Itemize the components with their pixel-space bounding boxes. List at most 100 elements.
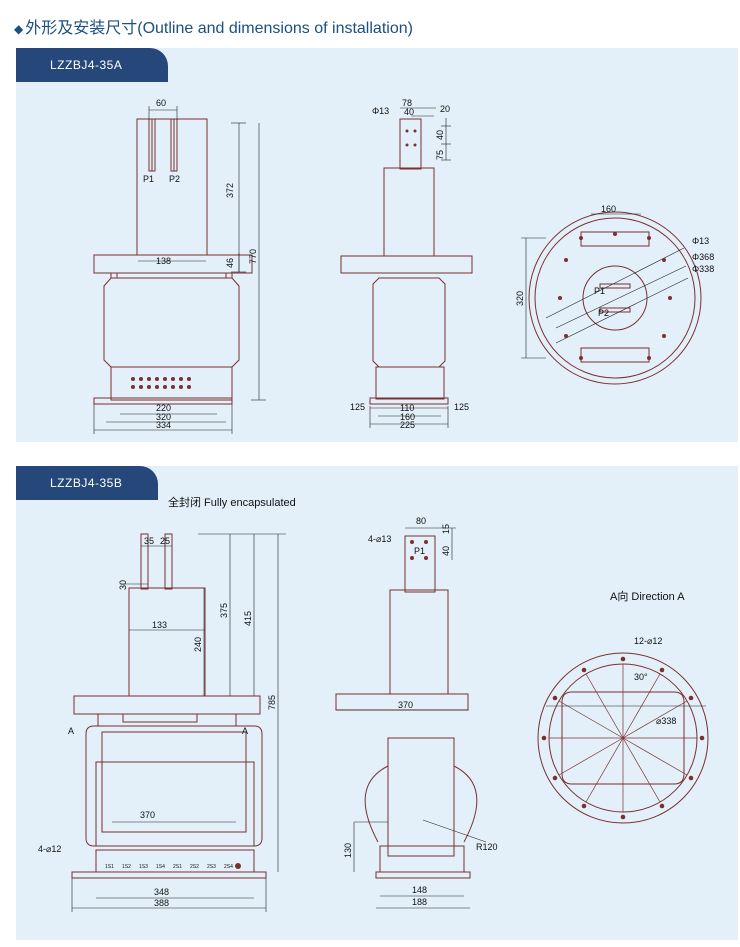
a-side-terminal — [399, 118, 422, 170]
b-front-body — [95, 761, 255, 847]
dim-225: 225 — [400, 420, 415, 430]
dim-4-phi12: 4-⌀12 — [38, 844, 61, 854]
b-front-shield — [85, 725, 263, 847]
dim-25: 25 — [160, 536, 170, 546]
terminal-2s3: 2S3 — [207, 864, 216, 870]
dim-30-deg: 30° — [634, 672, 648, 682]
dim-40h: 40 — [435, 130, 445, 140]
dim-4-phi13: 4-⌀13 — [368, 534, 391, 544]
a-top-center-circle — [582, 265, 648, 331]
b-dir-a-outer-circle — [537, 652, 709, 824]
dim-30: 30 — [118, 580, 128, 590]
dim-240: 240 — [193, 637, 203, 652]
dim-c368: Φ368 — [692, 252, 714, 262]
a-terminal-dots — [131, 377, 191, 389]
b-terminal-right — [164, 533, 173, 590]
label-p2: P2 — [169, 174, 180, 184]
b-side-baseplate — [375, 871, 471, 879]
panel-b-tab: LZZBJ4-35B — [16, 466, 158, 500]
dim-138: 138 — [156, 256, 171, 266]
a-front-upper-body — [136, 118, 208, 256]
terminal-1s3: 1S3 — [139, 864, 148, 870]
dim-phi13: Φ13 — [372, 106, 389, 116]
drawing-a: 60 P1 P2 372 46 770 138 220 320 334 Φ13 … — [93, 98, 714, 434]
b-dir-a-rect — [561, 691, 685, 785]
b-terminal-left — [140, 533, 149, 590]
dim-35: 35 — [144, 536, 154, 546]
dim-133: 133 — [152, 620, 167, 630]
dim-60: 60 — [156, 98, 166, 108]
dim-c13: Φ13 — [692, 236, 709, 246]
dim-375: 375 — [219, 603, 229, 618]
label-a-right: A — [242, 726, 248, 736]
top-label-p2: P2 — [598, 308, 609, 318]
b-side-terminal — [404, 535, 436, 593]
b-side-base — [379, 845, 465, 873]
panel-lzzbj4-35b: LZZBJ4-35B — [16, 466, 738, 940]
dim-80: 80 — [416, 516, 426, 526]
terminal-1s4: 1S4 — [156, 864, 165, 870]
dim-188: 188 — [412, 897, 427, 907]
terminal-2s4: 2S4 — [224, 864, 233, 870]
b-front-baseplate — [71, 871, 267, 879]
dim-770: 770 — [248, 249, 258, 264]
dim-40w: 40 — [404, 107, 414, 117]
a-side-upper-body — [383, 167, 435, 257]
label-p1: P1 — [143, 174, 154, 184]
a-front-body — [103, 277, 240, 368]
dim-220: 220 — [156, 403, 171, 413]
side-label-p1: P1 — [414, 546, 425, 556]
panel-a-tab: LZZBJ4-35A — [16, 48, 168, 82]
a-front-baseplate — [93, 397, 233, 405]
b-side-arc-left — [364, 765, 389, 843]
dim-320h: 320 — [515, 291, 525, 306]
a-top-outer-circle — [528, 211, 702, 385]
b-side-body — [387, 737, 455, 857]
dim-78: 78 — [402, 98, 412, 108]
page-title: ◆外形及安装尺寸(Outline and dimensions of insta… — [14, 14, 413, 38]
a-top-inner-circle — [534, 217, 696, 379]
dim-top-160: 160 — [601, 204, 616, 214]
caption-fully-encapsulated: 全封闭 Fully encapsulated — [168, 495, 296, 509]
top-label-p1: P1 — [594, 286, 605, 296]
dim-125-left: 125 — [350, 402, 365, 412]
dim-110: 110 — [400, 403, 414, 413]
drawing-b: 全封闭 Fully encapsulated A向 Direction A 35… — [38, 495, 709, 912]
a-side-base-block — [375, 366, 445, 400]
dim-320: 320 — [156, 412, 171, 422]
dim-15: 15 — [441, 524, 451, 534]
dim-785: 785 — [267, 695, 277, 710]
dim-348: 348 — [154, 887, 169, 897]
dim-130: 130 — [343, 843, 353, 858]
caption-direction-a: A向 Direction A — [610, 589, 685, 603]
page-title-text: 外形及安装尺寸(Outline and dimensions of instal… — [25, 20, 413, 37]
dim-75: 75 — [435, 150, 445, 160]
dim-125-right: 125 — [454, 402, 469, 412]
a-side-body — [372, 277, 446, 368]
dim-370-front: 370 — [140, 810, 155, 820]
dim-40-side: 40 — [441, 546, 451, 556]
terminal-labels: 1S1 1S2 1S3 1S4 2S1 2S2 2S3 2S4 — [105, 864, 233, 870]
terminal-2s2: 2S2 — [190, 864, 199, 870]
terminal-1s2: 1S2 — [122, 864, 131, 870]
panel-lzzbj4-35a: LZZBJ4-35A — [16, 48, 738, 442]
a-side-flange — [340, 255, 473, 274]
dim-r120: R120 — [476, 842, 498, 852]
a-front-base-block — [110, 366, 233, 401]
dim-388: 388 — [154, 898, 169, 908]
dim-148: 148 — [412, 885, 427, 895]
dim-334: 334 — [156, 420, 171, 430]
terminal-2s1: 2S1 — [173, 864, 182, 870]
dim-415: 415 — [243, 611, 253, 626]
b-front-flange — [73, 695, 261, 715]
label-a-left: A — [68, 726, 74, 736]
dim-370-side: 370 — [398, 700, 413, 710]
b-side-arc-right — [453, 765, 478, 843]
terminal-1s1: 1S1 — [105, 864, 114, 870]
dim-c338: Φ338 — [692, 264, 714, 274]
dim-46: 46 — [225, 258, 235, 268]
dim-12-holes: 12-⌀12 — [634, 636, 662, 646]
dim-372: 372 — [225, 183, 235, 198]
dim-20: 20 — [440, 104, 450, 114]
dim-160: 160 — [400, 412, 415, 422]
